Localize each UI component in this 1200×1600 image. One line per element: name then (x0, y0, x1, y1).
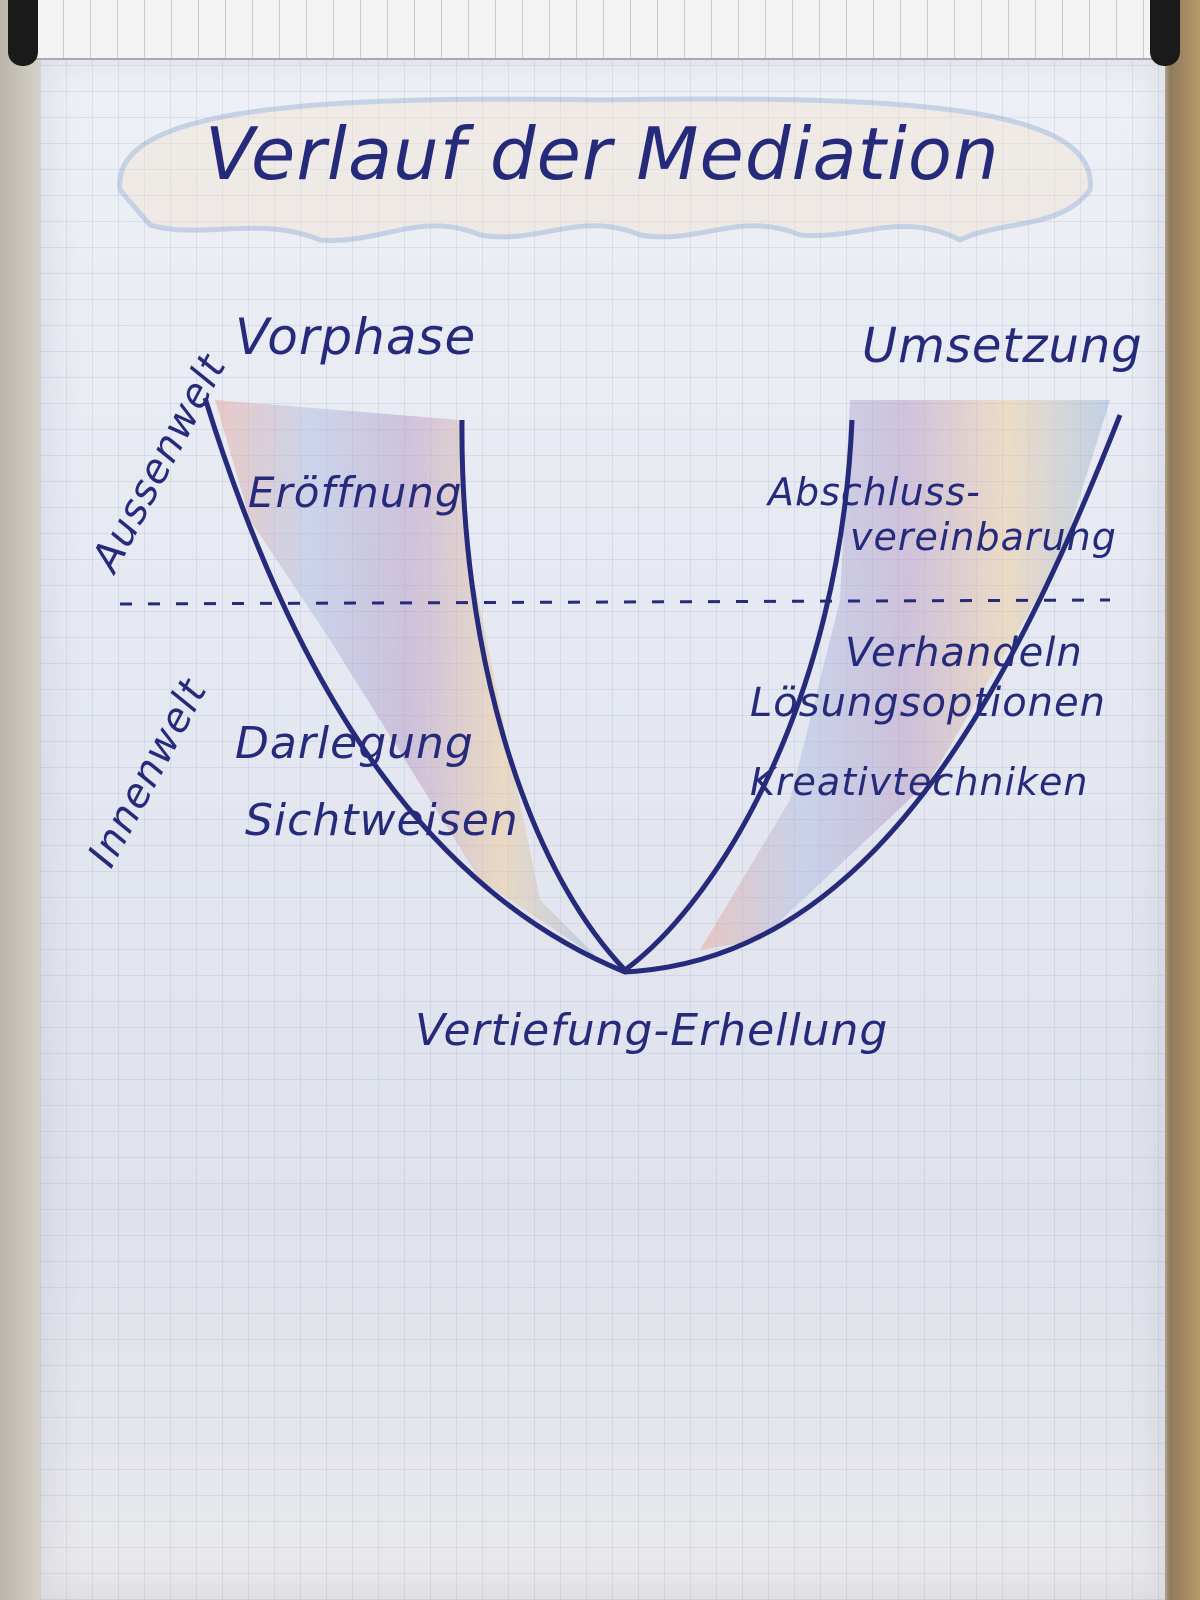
binder-clip-left (8, 0, 38, 66)
label-verhandeln: Verhandeln (845, 630, 1083, 676)
label-eroeffnung: Eröffnung (248, 468, 463, 517)
binder-clip-right (1150, 0, 1180, 66)
label-kreativtechniken: Kreativtechniken (750, 760, 1089, 804)
label-vereinbarung: vereinbarung (850, 515, 1117, 559)
title-cloud (117, 96, 1093, 243)
label-abschluss: Abschluss- (768, 470, 981, 514)
label-umsetzung: Umsetzung (862, 318, 1143, 374)
inner-v-curve (459, 419, 855, 974)
label-darlegung: Darlegung (235, 718, 474, 769)
label-vorphase: Vorphase (235, 308, 477, 366)
flipchart-binder (10, 0, 1170, 60)
colored-shading (215, 400, 1110, 960)
chart-title: Verlauf der Mediation (205, 112, 1000, 196)
label-vertiefung-erhellung: Vertiefung-Erhellung (415, 1005, 889, 1056)
flipchart-paper (40, 56, 1165, 1600)
label-sichtweisen: Sichtweisen (245, 795, 519, 846)
label-loesungsoptionen: Lösungsoptionen (750, 680, 1106, 726)
